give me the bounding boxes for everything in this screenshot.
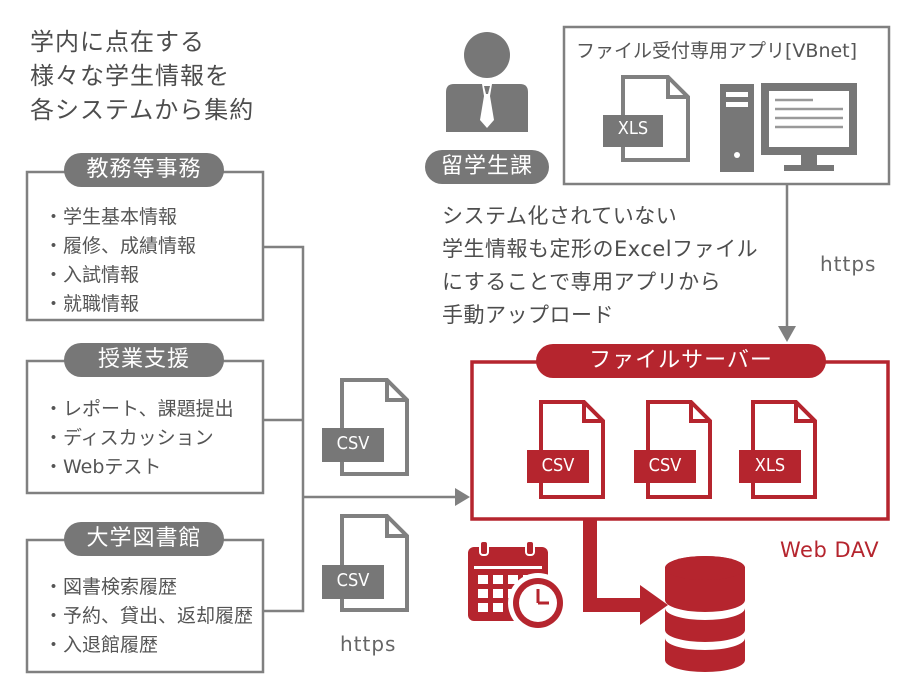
file-label: XLS (617, 118, 649, 139)
app-box (562, 25, 891, 186)
protocol-label-transfer: https (340, 632, 397, 656)
file-label: CSV (336, 570, 370, 591)
document-icon (634, 400, 712, 499)
file-label: CSV (541, 455, 575, 476)
file-label: XLS (754, 455, 786, 476)
list-item: ・予約、貸出、返却履歴 (44, 605, 254, 627)
office-note-line-2: 学生情報も定形のExcelファイル (442, 237, 759, 261)
list-item: ・Webテスト (44, 456, 162, 478)
list-item: ・入試情報 (44, 264, 140, 286)
person-icon (446, 32, 528, 132)
arrow-icon (778, 326, 796, 342)
list-item: ・図書検索履歴 (44, 576, 178, 598)
protocol-label-upload: https (820, 252, 877, 276)
document-icon (603, 75, 690, 162)
file-label: CSV (336, 433, 370, 454)
monitor-icon (761, 83, 857, 171)
list-item: ・レポート、課題提出 (44, 398, 234, 420)
arrow-icon (583, 519, 668, 625)
office-note-line-1: システム化されていない (442, 204, 678, 228)
document-icon (322, 378, 409, 476)
document-icon (527, 400, 605, 499)
office-label: 留学生課 (425, 150, 549, 184)
list-item: ・履修、成績情報 (44, 235, 197, 257)
app-title: ファイル受付専用アプリ[VBnet] (576, 40, 858, 62)
file-server-title: ファイルサーバー (536, 344, 826, 378)
list-item: ・入退館履歴 (44, 634, 159, 656)
database-icon (665, 556, 745, 672)
intro-line-3: 各システムから集約 (30, 96, 255, 124)
pc-tower-icon (720, 84, 754, 172)
list-item: ・ディスカッション (44, 427, 214, 449)
intro-line-1: 学内に点在する (30, 28, 205, 56)
office-note-line-3: にすることで専用アプリから (442, 270, 722, 294)
document-icon (739, 400, 817, 499)
system-title-library: 大学図書館 (64, 522, 224, 556)
webdav-caption: Web DAV (780, 538, 880, 562)
office-note-line-4: 手動アップロード (442, 303, 614, 327)
document-icon (322, 514, 409, 612)
arrow-icon (455, 488, 470, 506)
system-title-kyomu: 教務等事務 (64, 153, 224, 187)
system-title-jugyo: 授業支援 (64, 343, 224, 377)
file-label: CSV (648, 455, 682, 476)
list-item: ・就職情報 (44, 293, 140, 315)
connector-lines (263, 245, 455, 613)
list-item: ・学生基本情報 (44, 206, 178, 228)
intro-line-2: 様々な学生情報を (30, 62, 230, 90)
calendar-clock-icon (468, 540, 568, 633)
